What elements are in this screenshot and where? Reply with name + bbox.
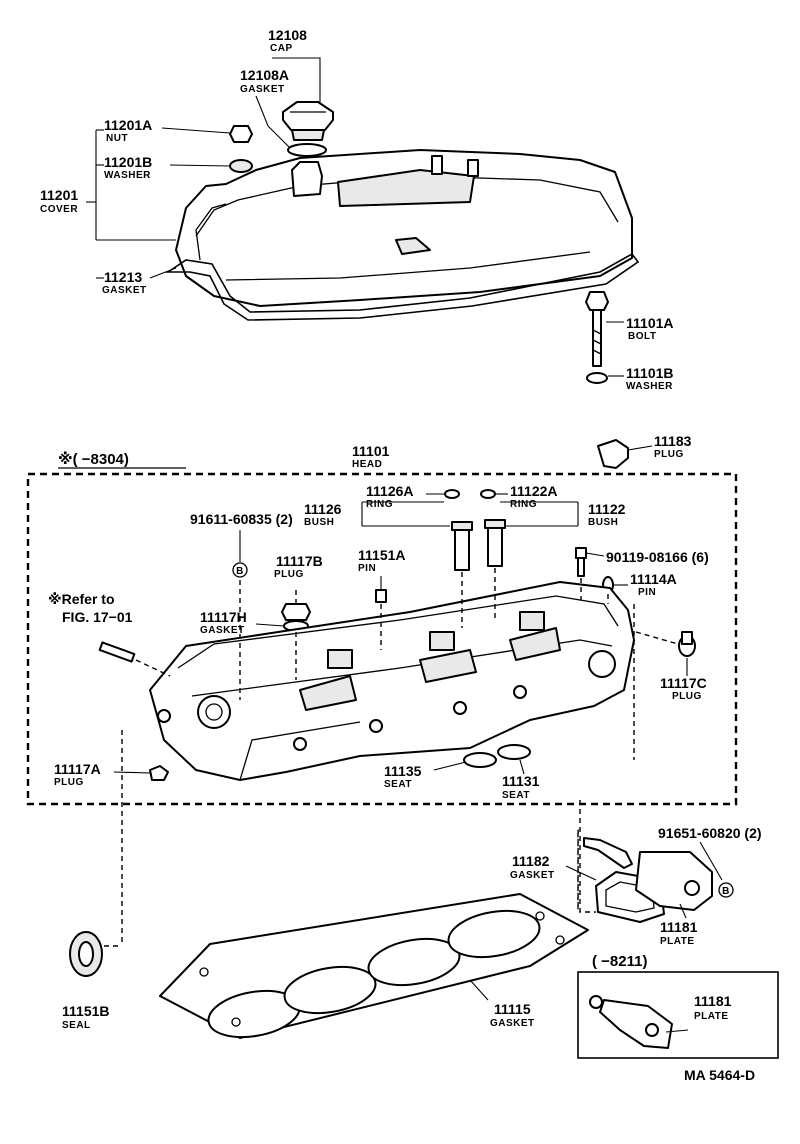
- label-11131-num: 11131: [502, 773, 540, 789]
- label-11183-name: PLUG: [654, 449, 684, 460]
- cover-nut: [229, 125, 253, 143]
- label-11117a-name: PLUG: [54, 777, 84, 788]
- label-11117b-num: 11117B: [276, 553, 323, 569]
- label-11122a-name: RING: [510, 499, 537, 510]
- label-11213-num: 11213: [104, 269, 142, 285]
- range-note-top: ※( −8304): [58, 450, 129, 468]
- label-11181b-num: 11181: [694, 993, 732, 1009]
- label-11101-name: HEAD: [352, 459, 382, 470]
- ring-11122a: [480, 489, 496, 499]
- label-11131-name: SEAT: [502, 790, 530, 801]
- bush-11122: [484, 519, 506, 567]
- label-11126a-num: 11126A: [366, 483, 414, 499]
- cover-gasket: [165, 252, 640, 321]
- label-11101-num: 11101: [352, 443, 390, 459]
- bush-11126: [451, 521, 473, 571]
- label-11201b-name: WASHER: [104, 170, 151, 181]
- label-11126-name: BUSH: [304, 517, 334, 528]
- label-91651-num: 91651-60820 (2): [658, 825, 762, 841]
- label-11117c-name: PLUG: [672, 691, 702, 702]
- label-12108-name: CAP: [270, 43, 293, 54]
- refer-note-line2: FIG. 17−01: [62, 609, 133, 625]
- label-11117h-name: GASKET: [200, 625, 245, 636]
- label-12108a-num: 12108A: [240, 67, 289, 83]
- plug-11117c: [678, 631, 696, 657]
- labels: 12108 CAP 12108A GASKET 11201A NUT 11201…: [40, 27, 762, 1083]
- label-11101b-num: 11101B: [626, 365, 674, 381]
- label-11117c-num: 11117C: [660, 675, 707, 691]
- label-11201a-num: 11201A: [104, 117, 152, 133]
- plug-11117a: [149, 765, 169, 781]
- stud-bolt: [575, 547, 587, 577]
- label-11122-name: BUSH: [588, 517, 618, 528]
- oil-filler-cap: [282, 101, 334, 141]
- label-11115-num: 11115: [494, 1001, 531, 1017]
- label-11181-num: 11181: [660, 919, 698, 935]
- label-90119-num: 90119-08166 (6): [606, 549, 709, 565]
- label-11151a-name: PIN: [358, 563, 376, 574]
- label-11114a-name: PIN: [638, 587, 656, 598]
- label-11151b-name: SEAL: [62, 1020, 91, 1031]
- label-11122-num: 11122: [588, 501, 626, 517]
- label-11181-name: PLATE: [660, 936, 695, 947]
- label-11182-name: GASKET: [510, 870, 555, 881]
- cylinder-head: [149, 581, 635, 781]
- leader-lines: [86, 57, 723, 1033]
- label-11183-num: 11183: [654, 433, 692, 449]
- refer-note-line1: ※Refer to: [48, 591, 115, 607]
- label-11182-num: 11182: [512, 853, 550, 869]
- cover-washer: [229, 159, 253, 173]
- label-11114a-num: 11114A: [630, 571, 677, 587]
- label-11101a-name: BOLT: [628, 331, 656, 342]
- label-11135-name: SEAT: [384, 779, 412, 790]
- label-12108a-name: GASKET: [240, 84, 285, 95]
- label-11213-name: GASKET: [102, 285, 147, 296]
- label-12108-num: 12108: [268, 27, 307, 43]
- label-11117h-num: 11117H: [200, 609, 247, 625]
- head-plug-11183: [597, 439, 629, 469]
- head-gasket-11115: [159, 893, 589, 1039]
- label-11201-name: COVER: [40, 204, 78, 215]
- cap-gasket: [287, 143, 327, 157]
- pin-11151a: [375, 589, 387, 603]
- label-11117b-name: PLUG: [274, 569, 304, 580]
- label-11201b-num: 11201B: [104, 154, 152, 170]
- label-11117a-num: 11117A: [54, 761, 101, 777]
- label-11181b-name: PLATE: [694, 1011, 729, 1022]
- label-11126a-name: RING: [366, 499, 393, 510]
- bolt-washer: [586, 372, 608, 384]
- label-11201-num: 11201: [40, 187, 78, 203]
- label-11115-name: GASKET: [490, 1018, 535, 1029]
- label-11151a-num: 11151A: [358, 547, 406, 563]
- label-11122a-num: 11122A: [510, 483, 558, 499]
- label-11135-num: 11135: [384, 763, 422, 779]
- head-group-frame: [26, 472, 738, 806]
- oil-seal-11151b: [69, 931, 103, 977]
- cover-bolt: [585, 291, 609, 367]
- svg-text:B: B: [722, 886, 730, 897]
- label-91611-num: 91611-60835 (2): [190, 511, 293, 527]
- bypass-plate-11181b: [577, 971, 779, 1059]
- valve-seat-11131: [497, 744, 531, 760]
- bolt-marker-91651: B: [718, 882, 734, 898]
- cylinder-head-cover: [175, 149, 633, 307]
- plug-11117b: [281, 603, 311, 621]
- label-11151b-num: 11151B: [62, 1003, 110, 1019]
- label-11126-num: 11126: [304, 501, 342, 517]
- bolt-marker-91611: B: [232, 562, 248, 578]
- footer-code: MA 5464-D: [684, 1067, 755, 1083]
- label-11201a-name: NUT: [106, 133, 128, 144]
- label-11101a-num: 11101A: [626, 315, 674, 331]
- label-11101b-name: WASHER: [626, 381, 673, 392]
- refer-stud: [98, 641, 136, 663]
- ring-11126a: [444, 489, 460, 499]
- valve-seat-11135: [463, 752, 497, 768]
- svg-text:B: B: [236, 566, 244, 577]
- range-note-plate: ( −8211): [592, 953, 647, 970]
- outlet-plate-11181: [583, 837, 713, 911]
